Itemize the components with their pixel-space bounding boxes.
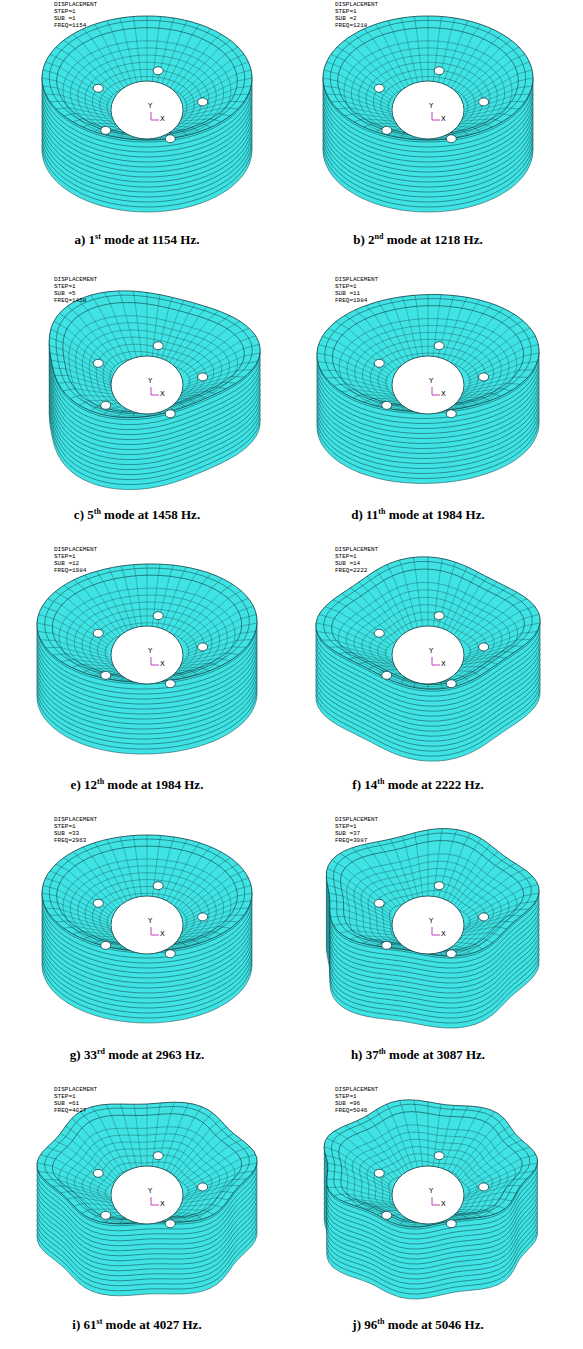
- plot-header: SUB =33: [54, 831, 79, 837]
- plot-header: SUB =1: [54, 16, 76, 22]
- axis-label: Y: [148, 103, 152, 110]
- plot-header: STEP=1: [335, 554, 357, 560]
- plot-header: STEP=1: [335, 824, 357, 830]
- axis-label: X: [441, 1201, 446, 1208]
- plot-header: FREQ=1984: [335, 298, 367, 304]
- figure-caption: j) 96th mode at 5046 Hz.: [352, 1317, 483, 1333]
- plot-header: SUB =37: [335, 831, 360, 837]
- axis-label: Y: [429, 103, 433, 110]
- plot-header: SUB =96: [335, 1101, 360, 1107]
- wheel-mesh: [324, 1100, 537, 1299]
- plot-header: FREQ=3087: [335, 838, 367, 844]
- figure-caption: g) 33rd mode at 2963 Hz.: [70, 1047, 204, 1063]
- figure-caption: b) 2nd mode at 1218 Hz.: [353, 232, 483, 248]
- axis-label: X: [160, 116, 165, 123]
- plot-header: STEP=1: [54, 1094, 76, 1100]
- plot-header: SUB =2: [335, 16, 357, 22]
- plot-header: DISPLACEMENT: [335, 547, 378, 553]
- plot-header: FREQ=1984: [54, 568, 86, 574]
- axis-label: Y: [148, 378, 152, 385]
- axis-label: X: [441, 391, 446, 398]
- figure-caption: a) 1st mode at 1154 Hz.: [75, 232, 200, 248]
- plot-header: DISPLACEMENT: [54, 817, 97, 823]
- plot-header: DISPLACEMENT: [54, 1087, 97, 1093]
- plot-header: FREQ=2222: [335, 568, 367, 574]
- plot-header: DISPLACEMENT: [335, 277, 378, 283]
- axis-label: X: [441, 661, 446, 668]
- plot-header: DISPLACEMENT: [335, 817, 378, 823]
- figure-caption: i) 61st mode at 4027 Hz.: [72, 1317, 201, 1333]
- plot-header: STEP=1: [335, 9, 357, 15]
- figure-caption: f) 14th mode at 2222 Hz.: [352, 777, 483, 793]
- axis-label: Y: [429, 918, 433, 925]
- plot-header: FREQ=1154: [54, 23, 86, 29]
- axis-label: X: [160, 931, 165, 938]
- axis-label: Y: [148, 648, 152, 655]
- axis-label: Y: [148, 1188, 152, 1195]
- figure-caption: c) 5th mode at 1458 Hz.: [74, 507, 200, 523]
- wheel-mesh: [37, 564, 257, 754]
- wheel-mesh: [316, 557, 540, 761]
- plot-header: SUB =61: [54, 1101, 79, 1107]
- plot-header: FREQ=1458: [54, 298, 86, 304]
- axis-label: Y: [429, 378, 433, 385]
- plot-header: STEP=1: [54, 554, 76, 560]
- plot-header: STEP=1: [54, 824, 76, 830]
- plot-header: STEP=1: [335, 284, 357, 290]
- axis-label: X: [441, 931, 446, 938]
- wheel-mesh: [42, 16, 252, 212]
- wheel-mesh: [326, 829, 539, 1028]
- axis-label: X: [441, 116, 446, 123]
- plot-header: SUB =14: [335, 561, 360, 567]
- plot-header: SUB =11: [335, 291, 360, 297]
- axis-label: X: [160, 1201, 165, 1208]
- wheel-mesh: [42, 835, 252, 1023]
- plot-header: DISPLACEMENT: [54, 547, 97, 553]
- axis-label: X: [160, 661, 165, 668]
- plot-header: STEP=1: [335, 1094, 357, 1100]
- plot-header: FREQ=2963: [54, 838, 86, 844]
- plot-header: DISPLACEMENT: [335, 1087, 378, 1093]
- wheel-mesh: [317, 295, 539, 484]
- plot-header: STEP=1: [54, 9, 76, 15]
- axis-label: Y: [429, 1188, 433, 1195]
- axis-label: Y: [148, 918, 152, 925]
- plot-header: DISPLACEMENT: [335, 2, 378, 8]
- plot-header: FREQ=1218: [335, 23, 367, 29]
- figure-caption: e) 12th mode at 1984 Hz.: [71, 777, 204, 793]
- wheel-mesh: [323, 16, 533, 212]
- plot-header: SUB =5: [54, 291, 76, 297]
- plot-header: FREQ=4027: [54, 1108, 86, 1114]
- figure-caption: h) 37th mode at 3087 Hz.: [351, 1047, 485, 1063]
- plot-header: DISPLACEMENT: [54, 2, 97, 8]
- plot-header: DISPLACEMENT: [54, 277, 97, 283]
- axis-label: X: [160, 391, 165, 398]
- plot-header: SUB =12: [54, 561, 79, 567]
- wheel-mesh: [49, 291, 260, 490]
- axis-label: Y: [429, 648, 433, 655]
- wheel-mesh: [37, 1102, 257, 1296]
- figure-caption: d) 11th mode at 1984 Hz.: [351, 507, 485, 523]
- plot-header: STEP=1: [54, 284, 76, 290]
- plot-header: FREQ=5046: [335, 1108, 367, 1114]
